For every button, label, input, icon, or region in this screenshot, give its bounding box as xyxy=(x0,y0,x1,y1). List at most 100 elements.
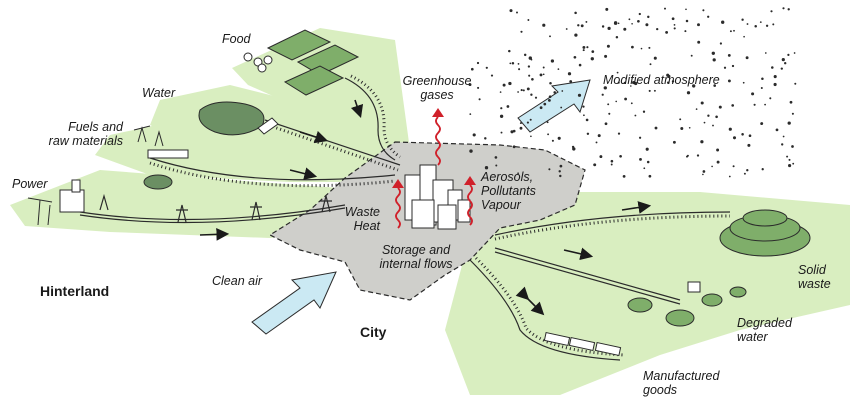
particle xyxy=(511,62,515,65)
particle xyxy=(787,8,790,11)
particle xyxy=(530,135,532,138)
particle xyxy=(731,64,735,68)
particle xyxy=(673,24,676,26)
particle xyxy=(793,52,796,54)
particle xyxy=(610,163,613,166)
particle xyxy=(765,24,769,27)
label-aerosols-line3: Vapour xyxy=(481,198,521,212)
particle xyxy=(542,73,545,76)
particle xyxy=(695,108,698,110)
heat-arrows xyxy=(395,116,473,229)
particle xyxy=(516,11,518,14)
particle xyxy=(517,63,520,65)
particle xyxy=(634,114,637,117)
particle xyxy=(617,81,620,84)
particle xyxy=(580,24,584,28)
particle xyxy=(542,66,545,69)
particle xyxy=(585,118,589,122)
particle xyxy=(586,132,590,136)
particle xyxy=(539,73,543,77)
power-station xyxy=(27,179,85,226)
particle xyxy=(551,139,554,142)
particle xyxy=(684,30,687,33)
label-fuels-line1: Fuels and xyxy=(68,120,123,134)
particle xyxy=(520,30,523,33)
particle xyxy=(787,53,790,57)
particle xyxy=(743,172,746,175)
label-greenhouse: Greenhouse gases xyxy=(398,74,476,102)
particle xyxy=(528,56,532,60)
particle xyxy=(764,103,766,106)
particle xyxy=(595,141,598,144)
particle xyxy=(543,102,547,106)
particle xyxy=(656,27,659,31)
label-manufactured-line2: goods xyxy=(643,383,678,397)
particle xyxy=(649,63,652,66)
particle xyxy=(510,130,514,134)
particle xyxy=(617,22,620,25)
label-aerosols-line1: Aerosols, xyxy=(481,170,534,184)
particle xyxy=(728,127,732,131)
particle xyxy=(565,28,568,30)
particle xyxy=(760,122,764,126)
particle xyxy=(499,114,504,118)
particle xyxy=(791,145,794,148)
particle xyxy=(645,23,649,27)
particle xyxy=(707,114,710,117)
particle xyxy=(599,155,603,159)
particle xyxy=(582,49,585,52)
particle xyxy=(707,15,710,18)
particle xyxy=(653,89,656,92)
direction-arrows xyxy=(199,99,652,316)
particle xyxy=(692,84,696,88)
particle xyxy=(654,126,658,130)
particle xyxy=(764,52,767,54)
particle xyxy=(721,20,725,24)
particle xyxy=(616,71,619,74)
label-modified-atmosphere: Modified atmosphere xyxy=(603,73,720,87)
particle xyxy=(671,17,675,21)
treatment-basins xyxy=(627,281,747,327)
particle xyxy=(686,155,688,158)
particle xyxy=(731,104,735,107)
particle xyxy=(558,170,561,173)
particle xyxy=(715,115,718,119)
particle xyxy=(702,170,706,173)
particle xyxy=(470,67,474,71)
particle xyxy=(591,50,595,53)
particle xyxy=(574,33,578,37)
label-degraded-line1: Degraded xyxy=(737,316,792,330)
atmosphere-particles xyxy=(468,7,797,178)
label-waste-heat-line2: Heat xyxy=(353,219,380,233)
particle xyxy=(628,18,631,21)
particle xyxy=(527,19,530,21)
particle xyxy=(484,137,487,140)
particle xyxy=(665,30,669,34)
label-storage-line1: Storage and xyxy=(381,243,451,257)
particle xyxy=(561,90,564,92)
particle xyxy=(615,36,619,39)
particle xyxy=(606,44,610,48)
particle xyxy=(769,97,772,100)
particle xyxy=(679,118,682,121)
particle xyxy=(485,66,488,69)
particle xyxy=(526,87,530,91)
label-fuels-line2: raw materials xyxy=(48,134,123,148)
particle xyxy=(711,51,715,55)
particle xyxy=(597,134,601,138)
label-manufactured-line1: Manufactured xyxy=(643,369,720,383)
particle xyxy=(557,136,561,140)
particle xyxy=(685,8,687,11)
particle xyxy=(700,140,704,144)
particle xyxy=(732,136,737,140)
particle xyxy=(577,24,580,27)
particle xyxy=(567,72,572,76)
particle xyxy=(784,62,787,65)
particle xyxy=(792,162,795,165)
particle xyxy=(506,105,510,108)
particle xyxy=(742,81,745,84)
particle xyxy=(523,53,527,57)
particle xyxy=(703,121,706,124)
